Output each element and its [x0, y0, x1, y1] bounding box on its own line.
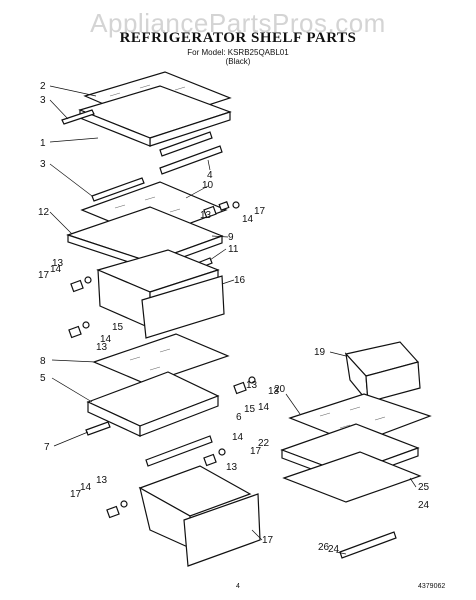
callout-7: 7 — [44, 442, 50, 453]
shelf-trim-left — [61, 109, 95, 125]
watermark: AppliancePartsPros.com — [90, 8, 386, 38]
callout-19-top: 17 — [254, 206, 266, 217]
roller-left-1 — [70, 279, 84, 293]
trim-bar-middle — [91, 177, 145, 202]
callout-26: 26 — [318, 542, 330, 553]
roller-left-2 — [68, 325, 82, 339]
roller-left-3 — [106, 505, 120, 519]
callout-14-right3: 14 — [232, 432, 244, 443]
callout-6: 6 — [236, 412, 242, 423]
callout-3-top: 3 — [40, 95, 46, 106]
lower-shelf-assembly — [85, 333, 230, 467]
callout-13-left: 13 — [52, 258, 64, 269]
callout-16: 16 — [234, 275, 246, 286]
callout-labels: 2 3 1 3 4 10 12 13 14 17 9 11 16 13 17 1… — [38, 81, 430, 555]
color-line: (Black) — [225, 57, 251, 66]
leader-lines — [49, 85, 417, 555]
callout-11: 11 — [228, 244, 239, 255]
callout-19-bottom: 17 — [70, 489, 82, 500]
front-trim-lower — [85, 421, 111, 436]
callout-5: 5 — [40, 373, 46, 384]
callout-13-right2: 13 — [268, 386, 280, 397]
callout-1: 1 — [40, 138, 46, 149]
callout-13-right3: 13 — [226, 462, 238, 473]
callout-22: 20 — [274, 384, 286, 395]
callout-9: 9 — [228, 232, 234, 243]
callout-14-left: 14 — [50, 264, 62, 275]
callout-14-top: 14 — [242, 214, 254, 225]
callout-3-mid: 3 — [40, 159, 46, 170]
rail-lower — [145, 435, 213, 467]
callout-4: 4 — [207, 170, 213, 181]
callout-13-top: 13 — [200, 210, 212, 221]
callout-2: 2 — [40, 81, 46, 92]
callout-23: 22 — [258, 438, 270, 449]
callout-24-upper: 24 — [418, 500, 430, 511]
callout-15-left: 15 — [112, 322, 124, 333]
pan-front — [183, 493, 261, 567]
glass-shelf-lower — [92, 333, 230, 385]
page-title: REFRIGERATOR SHELF PARTS — [119, 30, 357, 46]
doc-number: 4379062 — [418, 583, 445, 590]
crisper-front — [141, 275, 225, 339]
callout-17: 17 — [262, 535, 274, 546]
callout-14-bottom: 14 — [80, 482, 92, 493]
callout-13-bottom: 13 — [96, 475, 108, 486]
callout-25: 25 — [418, 482, 430, 493]
shelf-lower-frame-right — [282, 451, 422, 503]
crisper-drawer — [96, 249, 225, 339]
callout-19-left: 17 — [38, 270, 50, 281]
right-side-assembly — [280, 341, 432, 559]
callout-8: 8 — [40, 356, 46, 367]
roller-upper-right — [203, 205, 217, 219]
rail-right — [339, 531, 397, 559]
middle-shelf-assembly — [66, 177, 228, 280]
roller-right-3 — [203, 453, 217, 467]
shelf-rail-top — [159, 131, 213, 157]
callout-13-left2: 13 — [96, 342, 108, 353]
callout-13-right: 13 — [246, 380, 258, 391]
callout-12: 12 — [38, 207, 50, 218]
model-line: For Model: KSRB25QABL01 — [187, 48, 289, 57]
callout-14-left2: 14 — [100, 334, 112, 345]
callout-10: 10 — [202, 180, 214, 191]
roller-parts — [68, 201, 256, 519]
page-number: 4 — [236, 583, 240, 590]
callout-14-right: 14 — [258, 402, 270, 413]
roller-right-2 — [233, 381, 247, 395]
callout-24: 24 — [328, 544, 340, 555]
callout-19-right: 17 — [250, 446, 262, 457]
callout-15-right: 15 — [244, 404, 256, 415]
top-shelf-assembly — [61, 71, 232, 175]
meat-pan — [138, 465, 261, 567]
shelf-rail-lower — [159, 145, 223, 175]
callout-20: 19 — [314, 347, 326, 358]
